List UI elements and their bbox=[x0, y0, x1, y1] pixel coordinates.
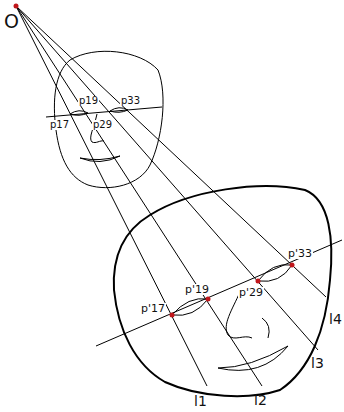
line-label: l1 bbox=[194, 394, 207, 408]
point-label: p'19 bbox=[184, 284, 210, 295]
point-dot bbox=[290, 263, 295, 268]
line-label: l4 bbox=[329, 312, 342, 326]
projection-line bbox=[16, 6, 262, 386]
large-eye bbox=[172, 299, 208, 316]
point-label: p33 bbox=[120, 96, 141, 106]
point-label: p19 bbox=[78, 96, 99, 106]
point-label: p'17 bbox=[140, 303, 166, 314]
line-label: l2 bbox=[254, 393, 267, 407]
large-mouth bbox=[218, 346, 288, 370]
origin-label: O bbox=[4, 12, 19, 31]
point-label: p'29 bbox=[238, 287, 264, 298]
projection-line bbox=[16, 6, 326, 297]
large-cheek bbox=[262, 318, 269, 338]
large-eye-line bbox=[96, 240, 342, 346]
origin-dot bbox=[14, 4, 19, 9]
line-label: l3 bbox=[311, 356, 324, 370]
large-eye bbox=[258, 265, 292, 282]
small-face bbox=[54, 51, 163, 187]
point-dot bbox=[170, 313, 175, 318]
projection-line bbox=[16, 6, 318, 350]
point-dot bbox=[256, 279, 261, 284]
point-label: p29 bbox=[92, 120, 113, 130]
point-dot bbox=[206, 297, 211, 302]
projection-line bbox=[16, 6, 207, 386]
point-label: p17 bbox=[49, 120, 70, 130]
point-label: p'33 bbox=[287, 248, 313, 259]
small-eye-line bbox=[46, 107, 162, 117]
large-nose bbox=[226, 292, 252, 338]
